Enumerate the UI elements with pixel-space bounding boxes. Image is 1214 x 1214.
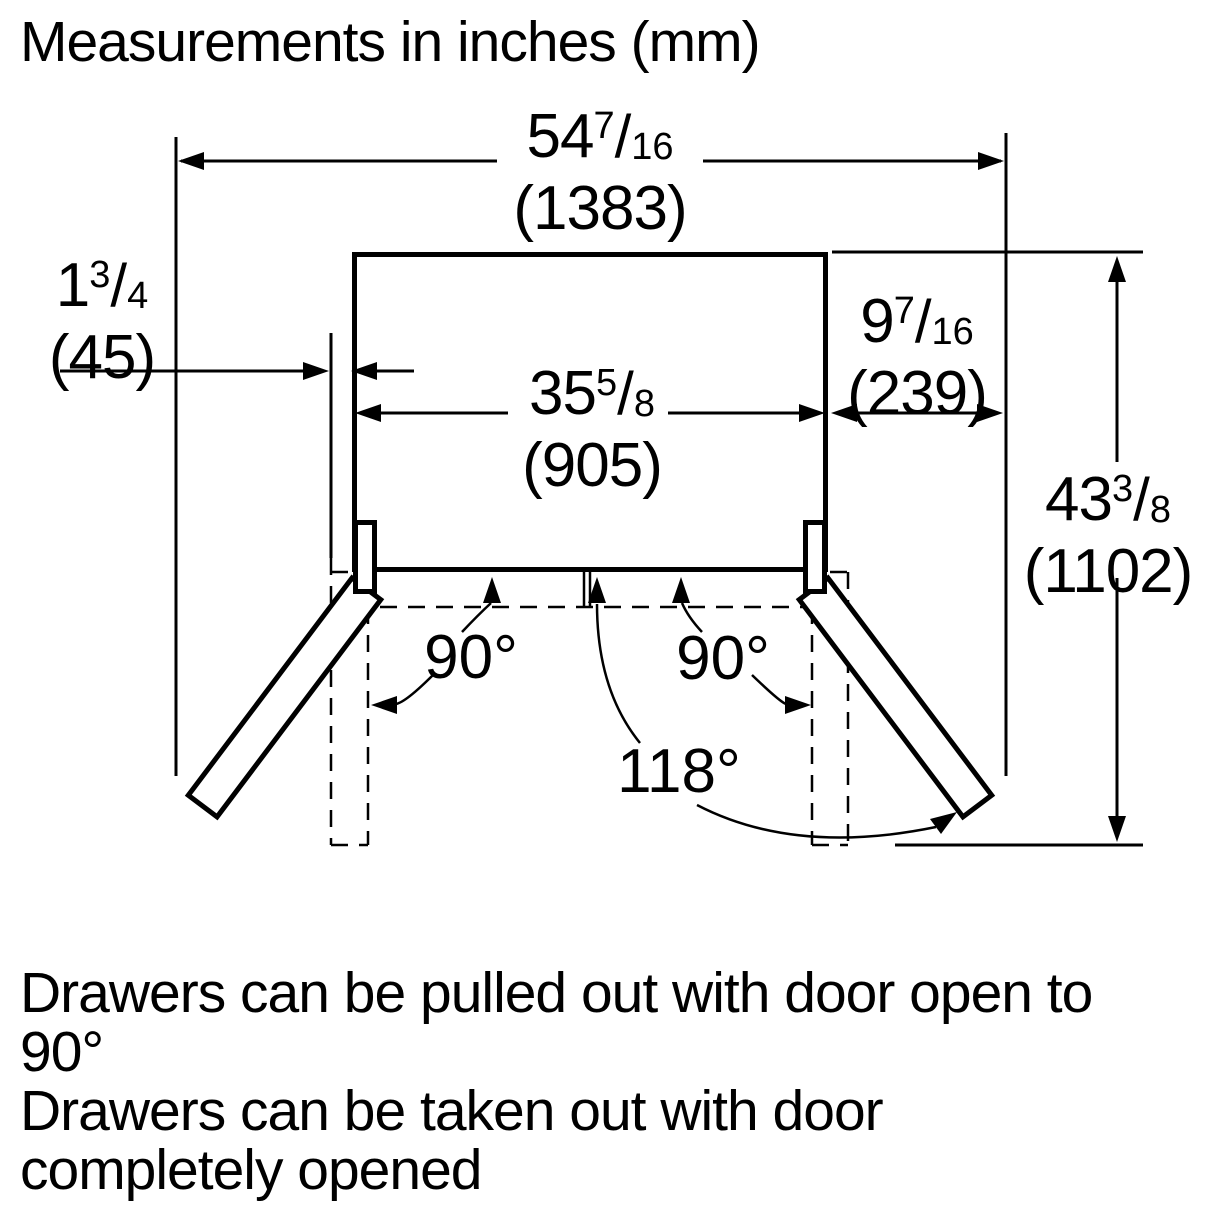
overall-width-dimension-line bbox=[178, 152, 1004, 170]
max-angle-arrows bbox=[588, 577, 957, 839]
arrowhead-left bbox=[351, 362, 377, 380]
arrowhead-right bbox=[303, 362, 329, 380]
note-line-1: Drawers can be pulled out with door open… bbox=[20, 961, 1093, 1025]
door-projection-label: 97/16 (239) bbox=[847, 280, 988, 428]
depth-mm: (1102) bbox=[1023, 537, 1194, 606]
cabinet-width-inches: 355/8 bbox=[529, 359, 655, 428]
door-projection-dimension-line bbox=[831, 404, 1003, 422]
refrigerator-body bbox=[352, 252, 828, 572]
side-clearance-inches: 13/4 bbox=[55, 251, 149, 320]
note-line-3: Drawers can be taken out with door bbox=[20, 1079, 884, 1143]
door-swing-arc bbox=[696, 803, 937, 839]
arrowhead-left bbox=[355, 404, 381, 422]
arrowhead-up bbox=[483, 577, 501, 603]
arrowhead-up bbox=[1108, 256, 1126, 282]
arrowhead-left bbox=[371, 696, 397, 714]
right-hinge bbox=[803, 520, 827, 594]
arrowhead-right bbox=[785, 696, 811, 714]
arrowhead-left bbox=[178, 152, 204, 170]
depth-dimension-line bbox=[1108, 256, 1126, 842]
overall-width-inches: 547/16 bbox=[526, 102, 674, 171]
overall-width-mm: (1383) bbox=[513, 174, 687, 243]
side-clearance-mm: (45) bbox=[48, 323, 156, 392]
footnote: Drawers can be pulled out with door open… bbox=[20, 961, 1093, 1202]
depth-label: 433/8 (1102) bbox=[1023, 458, 1194, 606]
right-door-open bbox=[795, 574, 996, 821]
cabinet-width-label: 355/8 (905) bbox=[522, 352, 663, 500]
cabinet-width-dimension-line bbox=[355, 404, 825, 422]
arrowhead-left bbox=[831, 404, 857, 422]
arrowhead-right bbox=[799, 404, 825, 422]
extension-lines bbox=[174, 133, 1143, 847]
note-line-4: completely opened bbox=[20, 1138, 483, 1202]
arrowhead-up-right bbox=[930, 812, 957, 834]
door-swing-dashed-lines bbox=[329, 558, 850, 847]
left-hinge bbox=[353, 520, 377, 594]
page-title: Measurements in inches (mm) bbox=[20, 10, 761, 74]
arrowhead-right bbox=[978, 152, 1004, 170]
side-clearance-label: 13/4 (45) bbox=[48, 244, 156, 392]
note-line-2: 90° bbox=[20, 1020, 104, 1084]
door-projection-mm: (239) bbox=[847, 359, 988, 428]
depth-inches: 433/8 bbox=[1045, 465, 1171, 534]
arrowhead-up bbox=[672, 577, 690, 603]
side-clearance-dimension-line bbox=[60, 362, 414, 380]
arrowhead-down bbox=[1108, 816, 1126, 842]
arrowhead-up bbox=[588, 577, 606, 603]
cabinet-width-mm: (905) bbox=[522, 431, 663, 500]
right-90-angle-arrows bbox=[672, 577, 811, 714]
door-projection-inches: 97/16 bbox=[860, 287, 974, 356]
arrowhead-right bbox=[977, 404, 1003, 422]
right-door-angle-label: 90° bbox=[676, 624, 770, 693]
left-door-angle-label: 90° bbox=[424, 623, 518, 692]
left-90-angle-arrows bbox=[371, 577, 501, 714]
left-door-open bbox=[184, 574, 385, 821]
max-open-angle-label: 118° bbox=[617, 737, 741, 806]
overall-width-label: 547/16 (1383) bbox=[513, 95, 687, 243]
